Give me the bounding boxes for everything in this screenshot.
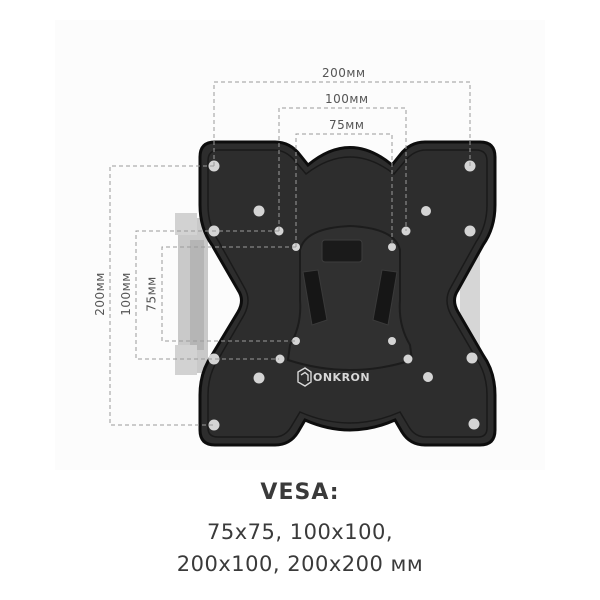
vesa-plate [198, 140, 497, 447]
vesa-title: VESA: [260, 480, 340, 505]
brand-name: ONKRON [313, 371, 371, 384]
dim-label-v-75: 75мм [144, 276, 159, 312]
dim-label-h-200: 200мм [322, 66, 366, 80]
wall-arm [175, 213, 480, 375]
dim-label-v-200: 200мм [92, 272, 107, 316]
onkron-logo-icon [297, 367, 312, 387]
dim-label-v-100: 100мм [118, 272, 133, 316]
dim-label-h-100: 100мм [325, 92, 369, 106]
vesa-sizes-line-2: 200x100, 200x200 мм [176, 552, 424, 576]
vesa-sizes-line-1: 75x75, 100x100, [207, 520, 393, 544]
dimension-lines [109, 81, 471, 426]
dim-label-h-75: 75мм [329, 118, 365, 132]
